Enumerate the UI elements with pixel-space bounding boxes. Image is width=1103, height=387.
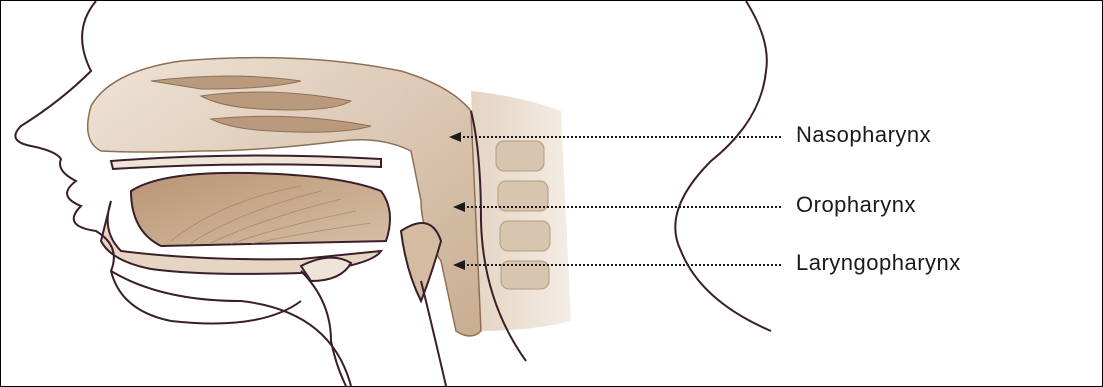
hard-palate: [111, 155, 381, 169]
oropharynx-label: Oropharynx: [796, 192, 916, 218]
oropharynx-leader-line: [463, 206, 781, 208]
epiglottis: [401, 223, 441, 301]
esophagus-outline: [421, 281, 446, 386]
laryngopharynx-leader-line: [463, 264, 781, 266]
nasopharynx-label: Nasopharynx: [796, 122, 931, 148]
laryngopharynx-label: Laryngopharynx: [796, 250, 961, 276]
back-of-head-outline: [675, 1, 771, 331]
nasopharynx-leader-line: [459, 136, 781, 138]
trachea-outline: [301, 271, 346, 386]
